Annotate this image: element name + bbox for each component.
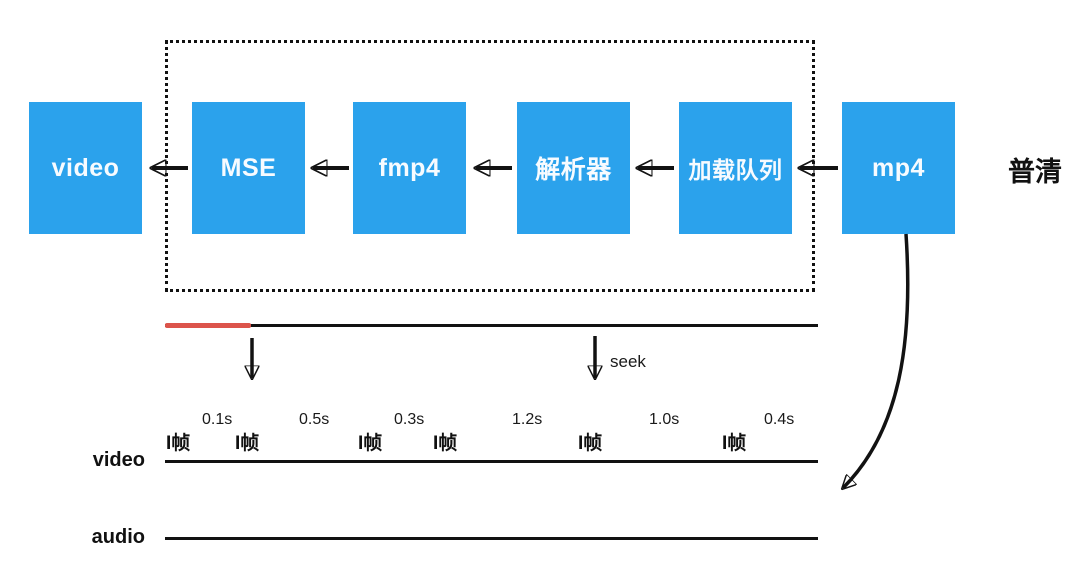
interval-label: 0.5s <box>299 411 330 428</box>
box-parser-label: 解析器 <box>535 156 612 184</box>
interval-label: 0.1s <box>202 411 233 428</box>
iframe-marker: I帧 <box>722 433 747 454</box>
iframe-marker: I帧 <box>578 433 603 454</box>
box-load-queue: 加载队列 <box>679 102 792 234</box>
seek-label: seek <box>610 352 646 371</box>
box-parser: 解析器 <box>517 102 630 234</box>
audio-track-label: audio <box>91 526 145 548</box>
interval-label: 1.2s <box>512 411 543 428</box>
buffer-loaded-segment <box>165 323 251 328</box>
box-video-label: video <box>51 153 120 182</box>
box-mse: MSE <box>192 102 305 234</box>
box-mp4: mp4 <box>842 102 955 234</box>
audio-track-line <box>165 537 818 540</box>
iframe-marker: I帧 <box>235 433 260 454</box>
iframe-marker: I帧 <box>433 433 458 454</box>
box-load-queue-label: 加载队列 <box>688 157 783 183</box>
arrow-mp4-to-tracks-curve <box>843 233 910 488</box>
iframe-marker: I帧 <box>358 433 383 454</box>
video-track-label: video <box>92 449 145 471</box>
box-mp4-label: mp4 <box>872 153 925 182</box>
interval-label: 0.3s <box>394 411 425 428</box>
buffer-timeline-line <box>165 324 818 327</box>
box-mse-label: MSE <box>220 153 277 182</box>
box-video: video <box>29 102 142 234</box>
box-fmp4-label: fmp4 <box>378 153 441 182</box>
video-track-line <box>165 460 818 463</box>
iframe-marker: I帧 <box>166 433 191 454</box>
interval-label: 0.4s <box>764 411 795 428</box>
box-fmp4: fmp4 <box>353 102 466 234</box>
interval-label: 1.0s <box>649 411 680 428</box>
quality-label: 普清 <box>1008 157 1062 187</box>
